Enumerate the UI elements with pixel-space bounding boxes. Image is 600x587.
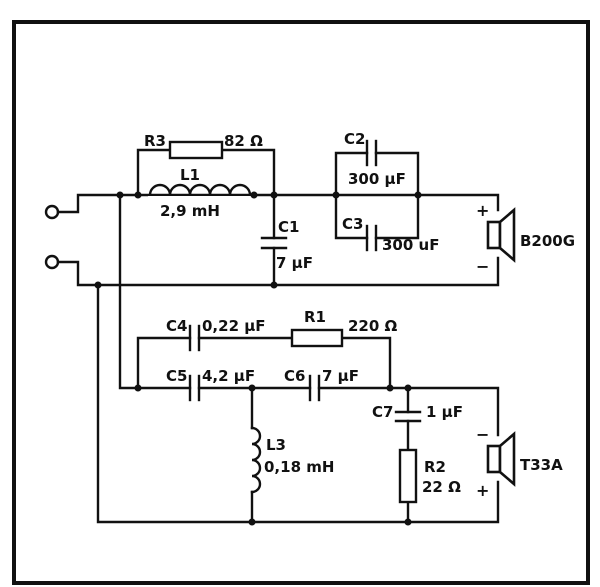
c4-capacitor [188, 324, 201, 352]
l3-inductor [250, 426, 262, 494]
c1-ref-label: C1 [278, 218, 299, 236]
c7-value-label: 1 µF [426, 403, 463, 421]
c5-ref-label: C5 [166, 367, 187, 385]
c4-ref-label: C4 [166, 317, 187, 335]
woofer-wires [56, 148, 500, 287]
c2-ref-label: C2 [344, 130, 365, 148]
r3-value-label: 82 Ω [224, 132, 263, 150]
tweeter-speaker-icon [486, 431, 516, 487]
c4-value-label: 0,22 µF [202, 317, 266, 335]
tweeter-minus-label: − [476, 425, 489, 444]
junction-dot [250, 191, 258, 199]
c2-capacitor [365, 139, 378, 167]
junction-dot [248, 518, 256, 526]
c1-capacitor [260, 236, 288, 250]
c6-ref-label: C6 [284, 367, 305, 385]
l1-value-label: 2,9 mH [160, 202, 220, 220]
c5-value-label: 4,2 µF [202, 367, 255, 385]
junction-dot [134, 384, 142, 392]
junction-dot [332, 191, 340, 199]
r2-value-label: 22 Ω [422, 478, 461, 496]
woofer-plus-label: + [476, 201, 489, 220]
tweeter-wires [96, 193, 500, 524]
l1-inductor [148, 183, 252, 197]
junction-dot [134, 191, 142, 199]
junction-dot [270, 191, 278, 199]
tweeter-plus-label: + [476, 481, 489, 500]
c7-ref-label: C7 [372, 403, 393, 421]
l1-ref-label: L1 [180, 166, 200, 184]
c5-capacitor [188, 374, 201, 402]
c7-capacitor [394, 410, 422, 423]
woofer-speaker-icon [486, 207, 516, 263]
c6-capacitor [308, 374, 321, 402]
junction-dot [404, 384, 412, 392]
junction-dot [386, 384, 394, 392]
junction-dot [270, 281, 278, 289]
c3-ref-label: C3 [342, 215, 363, 233]
input-terminal-top [44, 204, 60, 220]
junction-dot [404, 518, 412, 526]
l3-ref-label: L3 [266, 436, 286, 454]
r1-resistor [290, 328, 344, 348]
junction-dot [248, 384, 256, 392]
tweeter-model-label: T33A [520, 456, 563, 474]
c6-value-label: 7 µF [322, 367, 359, 385]
c3-value-label: 300 uF [382, 236, 439, 254]
r2-ref-label: R2 [424, 458, 446, 476]
r1-value-label: 220 Ω [348, 317, 398, 335]
input-terminal-bottom [44, 254, 60, 270]
r2-resistor [398, 448, 418, 504]
c2-value-label: 300 µF [348, 170, 406, 188]
r3-resistor [168, 140, 224, 160]
junction-dot [414, 191, 422, 199]
woofer-minus-label: − [476, 257, 489, 276]
l3-value-label: 0,18 mH [264, 458, 334, 476]
c3-capacitor [365, 224, 378, 252]
diagram-frame [12, 20, 590, 585]
c1-value-label: 7 µF [276, 254, 313, 272]
woofer-model-label: B200G [520, 232, 575, 250]
r1-ref-label: R1 [304, 308, 326, 326]
r3-ref-label: R3 [144, 132, 166, 150]
